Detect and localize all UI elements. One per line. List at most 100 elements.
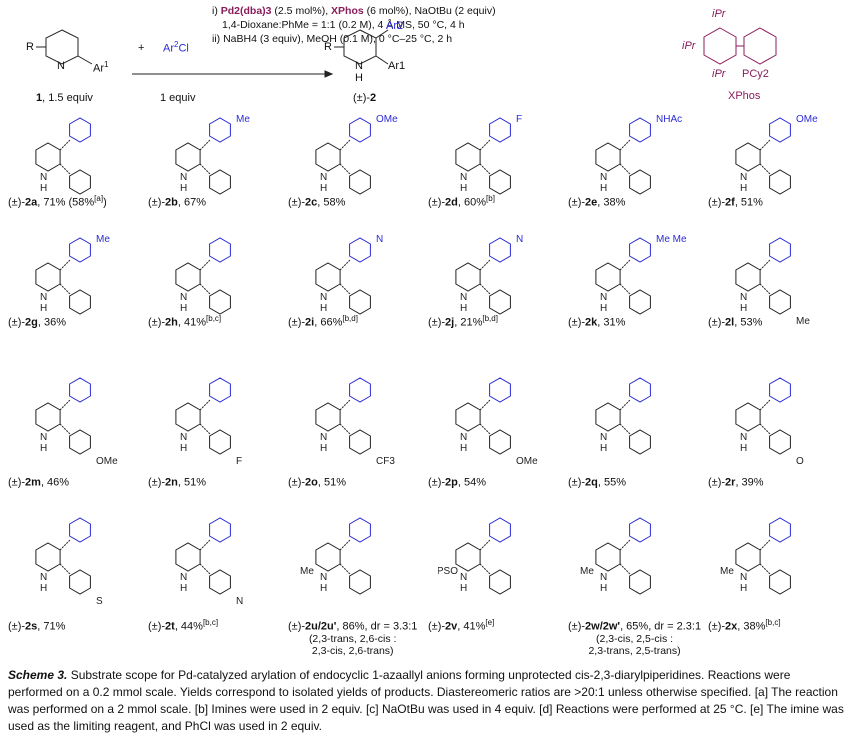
aryl1-ring [489, 169, 511, 195]
c3-bond [59, 139, 71, 151]
c3-bond [619, 539, 631, 551]
aryl1-substituent: CF3 [376, 456, 395, 467]
c3-bond [199, 139, 211, 151]
yield-text: , 36% [37, 316, 67, 329]
piperidine-ring [455, 262, 481, 292]
ring-substituent: Me [580, 566, 594, 577]
c2-bond [619, 283, 631, 295]
aryl1-substituent: S [96, 596, 103, 607]
c2-bond [339, 283, 351, 295]
nh-label: N [180, 292, 187, 303]
c3-bond [339, 539, 351, 551]
footnote-marker: [e] [485, 618, 495, 627]
yield-text: , 44% [174, 620, 203, 633]
label-prefix: (±)- [148, 196, 166, 209]
h-label: H [180, 183, 187, 194]
aryl2-ring [209, 377, 231, 403]
piperidine-ring [315, 142, 341, 172]
label-prefix: (±)- [708, 476, 726, 489]
compound-label: (±)-2t, 44%[b,c] [148, 618, 218, 633]
h-label: H [740, 303, 747, 314]
nh-label: N [600, 572, 607, 583]
c3-bond [59, 539, 71, 551]
structure-drawing: NHF [175, 377, 242, 467]
aryl2-ring [349, 237, 371, 263]
piperidine-ring [35, 262, 61, 292]
aryl1-ring [209, 169, 231, 195]
yield-text: , 60% [457, 196, 487, 209]
piperidine-ring [595, 142, 621, 172]
compound-label: (±)-2l, 53% [708, 314, 762, 329]
yield-text: , 51% [317, 476, 347, 489]
yield-text: , 67% [177, 196, 207, 209]
yield-text: , 39% [735, 476, 764, 489]
nh-label: N [180, 432, 187, 443]
c3-bond [199, 259, 211, 271]
product-r: R [324, 41, 332, 53]
aryl1-ring [209, 569, 231, 595]
label-prefix: (±)- [148, 620, 166, 633]
product-ar2: Ar2 [386, 20, 404, 32]
conditions-line1: i) Pd2(dba)3 (2.5 mol%), XPhos (6 mol%),… [212, 5, 496, 17]
nh-label: N [320, 572, 327, 583]
label-prefix: (±)- [568, 476, 586, 489]
structure-drawing: NH [595, 377, 651, 455]
aryl1-substituent: N [236, 596, 243, 607]
aryl1-ring [629, 569, 651, 595]
compound-id: 2l [725, 316, 735, 329]
diastereomer-note: 2,3-cis, 2,6-trans) [311, 644, 394, 657]
conditions-line2: 1,4-Dioxane:PhMe = 1:1 (0.2 M), 4 Å MS, … [222, 19, 465, 31]
aryl2-substituent: F [516, 114, 522, 125]
nh-label: N [740, 432, 747, 443]
compound-id: 2k [585, 316, 598, 329]
piperidine-ring [35, 402, 61, 432]
aryl1-ring [69, 169, 91, 195]
c2-bond [619, 563, 631, 575]
c3-bond [59, 259, 71, 271]
compound-label: (±)-2k, 31% [568, 314, 625, 329]
yield-text: , 66% [314, 316, 343, 329]
label-prefix: (±)- [428, 620, 446, 633]
h-label: H [320, 183, 327, 194]
aryl1-ring [69, 289, 91, 315]
aryl2-substituent: NHAc [656, 114, 682, 125]
aryl1-substituent: Me [796, 316, 810, 327]
compound-id: 2e [585, 196, 598, 209]
h-label: H [320, 303, 327, 314]
aryl2-ring [69, 237, 91, 263]
yield-text: , 65%, dr = 2.3:1 [620, 620, 702, 633]
nh-label: N [320, 292, 327, 303]
piperidine-ring [735, 402, 761, 432]
ring-substituent: TIPSO [438, 566, 458, 577]
c3-bond [479, 539, 491, 551]
piperidine-ring [455, 142, 481, 172]
scheme-caption: Scheme 3. Substrate scope for Pd-catalyz… [8, 667, 846, 735]
structure-drawing: NHN [315, 234, 383, 315]
yield-text: , 86%, dr = 3.3:1 [336, 620, 418, 633]
aryl2-substituent: OMe [796, 114, 818, 125]
label-prefix: (±)- [288, 476, 306, 489]
piperidine-ring [175, 402, 201, 432]
compound-label: (±)-2o, 51% [288, 474, 346, 489]
xphos-ipr-top: iPr [712, 8, 726, 20]
aryl1-ring [629, 169, 651, 195]
yield-text: , 38% [597, 196, 626, 209]
label-prefix: (±)- [428, 196, 446, 209]
yield-text: , 51% [177, 476, 207, 489]
compound-id: 2b [165, 196, 178, 209]
reaction-scheme-graphics [36, 27, 777, 78]
xphos-ipr-left: iPr [682, 40, 696, 52]
nh-label: N [320, 432, 327, 443]
h-label: H [460, 583, 467, 594]
nh-label: N [180, 172, 187, 183]
aryl2-ring [629, 517, 651, 543]
